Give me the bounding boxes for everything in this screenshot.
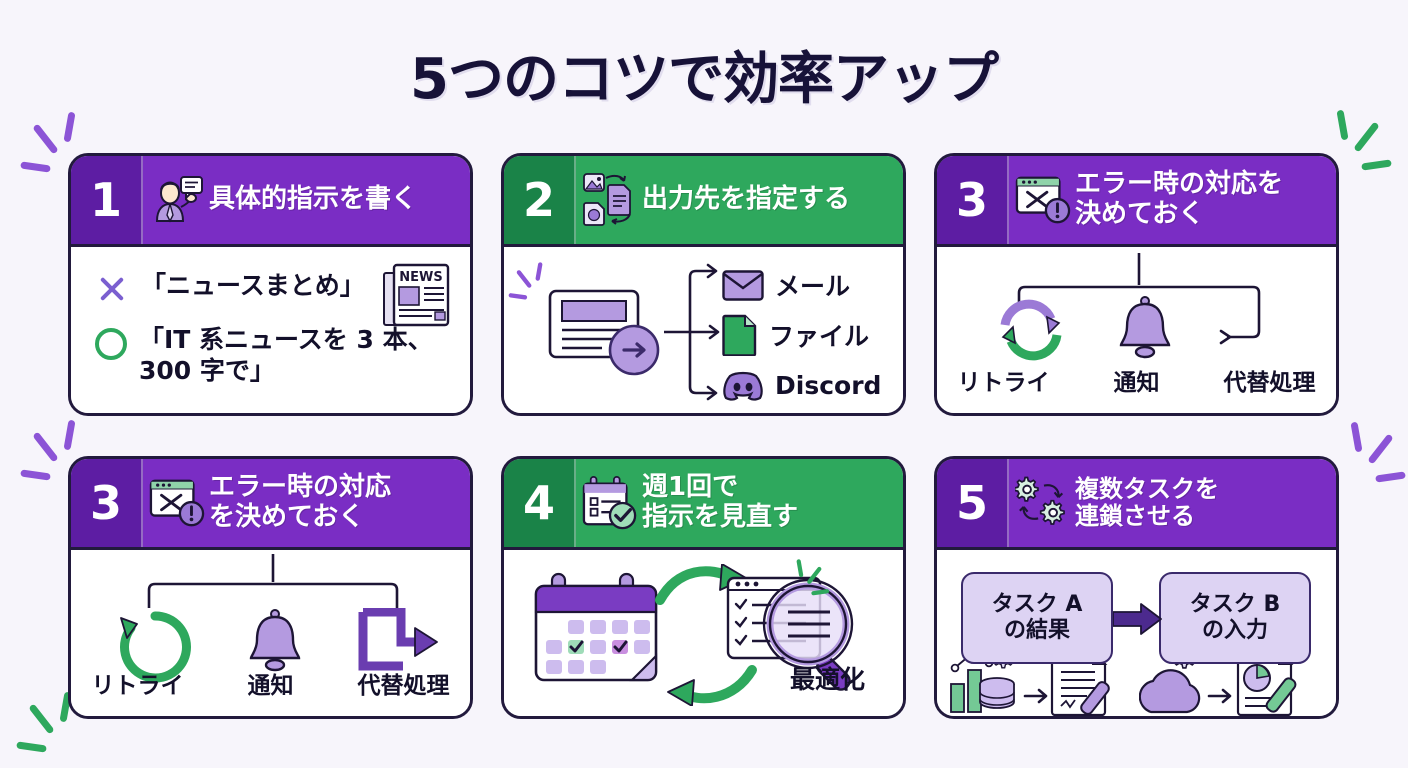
cards-grid: 1 具体的指示を書く <box>68 153 1340 723</box>
discord-icon <box>722 369 764 402</box>
calendar-check-icon <box>576 459 638 547</box>
error-branch-label: 代替処理 <box>1223 370 1316 396</box>
output-item: メール <box>722 261 881 309</box>
circle-mark-icon <box>95 328 127 360</box>
bell-icon <box>1119 296 1171 359</box>
browser-error-icon <box>1009 156 1071 244</box>
cross-mark-icon <box>95 272 129 306</box>
card-body: リトライ 通知 代替処理 <box>937 247 1336 413</box>
output-label: ファイル <box>769 322 870 351</box>
file-icon <box>722 314 758 356</box>
card-header: 3 エラー時の対応 を決めておく <box>71 459 470 550</box>
error-branch-label: リトライ <box>91 673 184 699</box>
card-header: 1 具体的指示を書く <box>71 156 470 247</box>
card-body: NEWS 「ニュースまとめ」 「IT 系 <box>71 247 470 413</box>
document-arrow-icon <box>548 289 660 376</box>
refresh-cycle-icon <box>1000 299 1062 361</box>
error-branch-labels: リトライ 通知 代替処理 <box>937 363 1336 397</box>
good-example-row: 「IT 系ニュースを 3 本、 300 字で」 <box>95 325 433 386</box>
card-body: 最適化 <box>504 550 903 716</box>
person-speech-bubble-icon <box>143 156 205 244</box>
mail-icon <box>722 269 764 301</box>
card-title: 週1回で 指示を見直す <box>642 472 799 532</box>
magnifier-checklist-icon <box>726 576 854 691</box>
error-branch-label: 通知 <box>247 673 294 699</box>
card-header: 3 エラー時の対応を 決めておく <box>937 156 1336 247</box>
output-item: Discord <box>722 361 881 409</box>
card-body: リトライ 通知 代替処理 <box>71 550 470 716</box>
branch-arrow-icon <box>358 608 438 671</box>
card-header: 2 <box>504 156 903 247</box>
tip-card-3-top[interactable]: 3 エラー時の対応を 決めておく <box>934 153 1339 416</box>
browser-error-icon <box>143 459 205 547</box>
error-branch-connector <box>147 554 399 608</box>
tip-card-1[interactable]: 1 具体的指示を書く <box>68 153 473 416</box>
card-number: 4 <box>504 459 576 547</box>
error-branch-label: 代替処理 <box>357 673 450 699</box>
card-title: 具体的指示を書く <box>209 184 418 215</box>
card-header: 4 週1回で 指示を見直す <box>504 459 903 550</box>
card-title: 出力先を指定する <box>642 184 851 215</box>
card-title: エラー時の対応を 決めておく <box>1075 169 1284 229</box>
output-item: ファイル <box>722 311 881 359</box>
good-example-text: 「IT 系ニュースを 3 本、 300 字で」 <box>139 325 433 385</box>
card-number: 2 <box>504 156 576 244</box>
gears-cycle-icon <box>1009 459 1071 547</box>
error-branch-connector <box>1017 253 1261 345</box>
calendar-icon <box>534 572 658 682</box>
output-label: メール <box>775 272 851 301</box>
card-body: メール ファイル Discord <box>504 247 903 413</box>
card-number: 3 <box>71 459 143 547</box>
arrow-right-icon <box>1113 603 1162 635</box>
page-title: 5つのコツで効率アップ <box>410 47 999 112</box>
output-label: Discord <box>775 370 882 400</box>
tip-card-2[interactable]: 2 <box>501 153 906 416</box>
error-branch-label: リトライ <box>957 370 1050 396</box>
newspaper-icon: NEWS <box>382 261 452 333</box>
output-list: メール ファイル Discord <box>722 261 881 411</box>
tip-card-5[interactable]: 5 <box>934 456 1339 719</box>
card-header: 5 <box>937 459 1336 550</box>
card-number: 3 <box>937 156 1009 244</box>
bell-icon <box>249 609 301 672</box>
error-branch-labels: リトライ 通知 代替処理 <box>71 666 470 700</box>
file-conversion-icon <box>576 156 638 244</box>
card-title: エラー時の対応 を決めておく <box>209 472 392 532</box>
card-number: 5 <box>937 459 1009 547</box>
card-body: タスク A の結果 タスク B の入力 <box>937 550 1336 716</box>
card-title: 複数タスクを 連鎖させる <box>1075 474 1219 530</box>
bad-example-row: 「ニュースまとめ」 <box>95 271 365 306</box>
bad-example-text: 「ニュースまとめ」 <box>141 271 365 300</box>
error-branch-label: 通知 <box>1113 370 1160 396</box>
task-b-box: タスク B の入力 <box>1159 572 1311 664</box>
svg-text:NEWS: NEWS <box>399 270 442 285</box>
cycle-arrow-bottom-icon <box>667 665 757 706</box>
task-a-box: タスク A の結果 <box>961 572 1113 664</box>
card-number: 1 <box>71 156 143 244</box>
tip-card-4[interactable]: 4 週1回で 指示を見直す <box>501 456 906 719</box>
branch-connector <box>664 263 720 401</box>
tip-card-3-bottom[interactable]: 3 エラー時の対応 を決めておく <box>68 456 473 719</box>
refresh-loop-icon <box>120 611 191 683</box>
sparkle-card2-icon <box>508 261 543 300</box>
sparkle-card4-right-icon <box>778 558 830 606</box>
optimize-label: 最適化 <box>789 665 865 694</box>
